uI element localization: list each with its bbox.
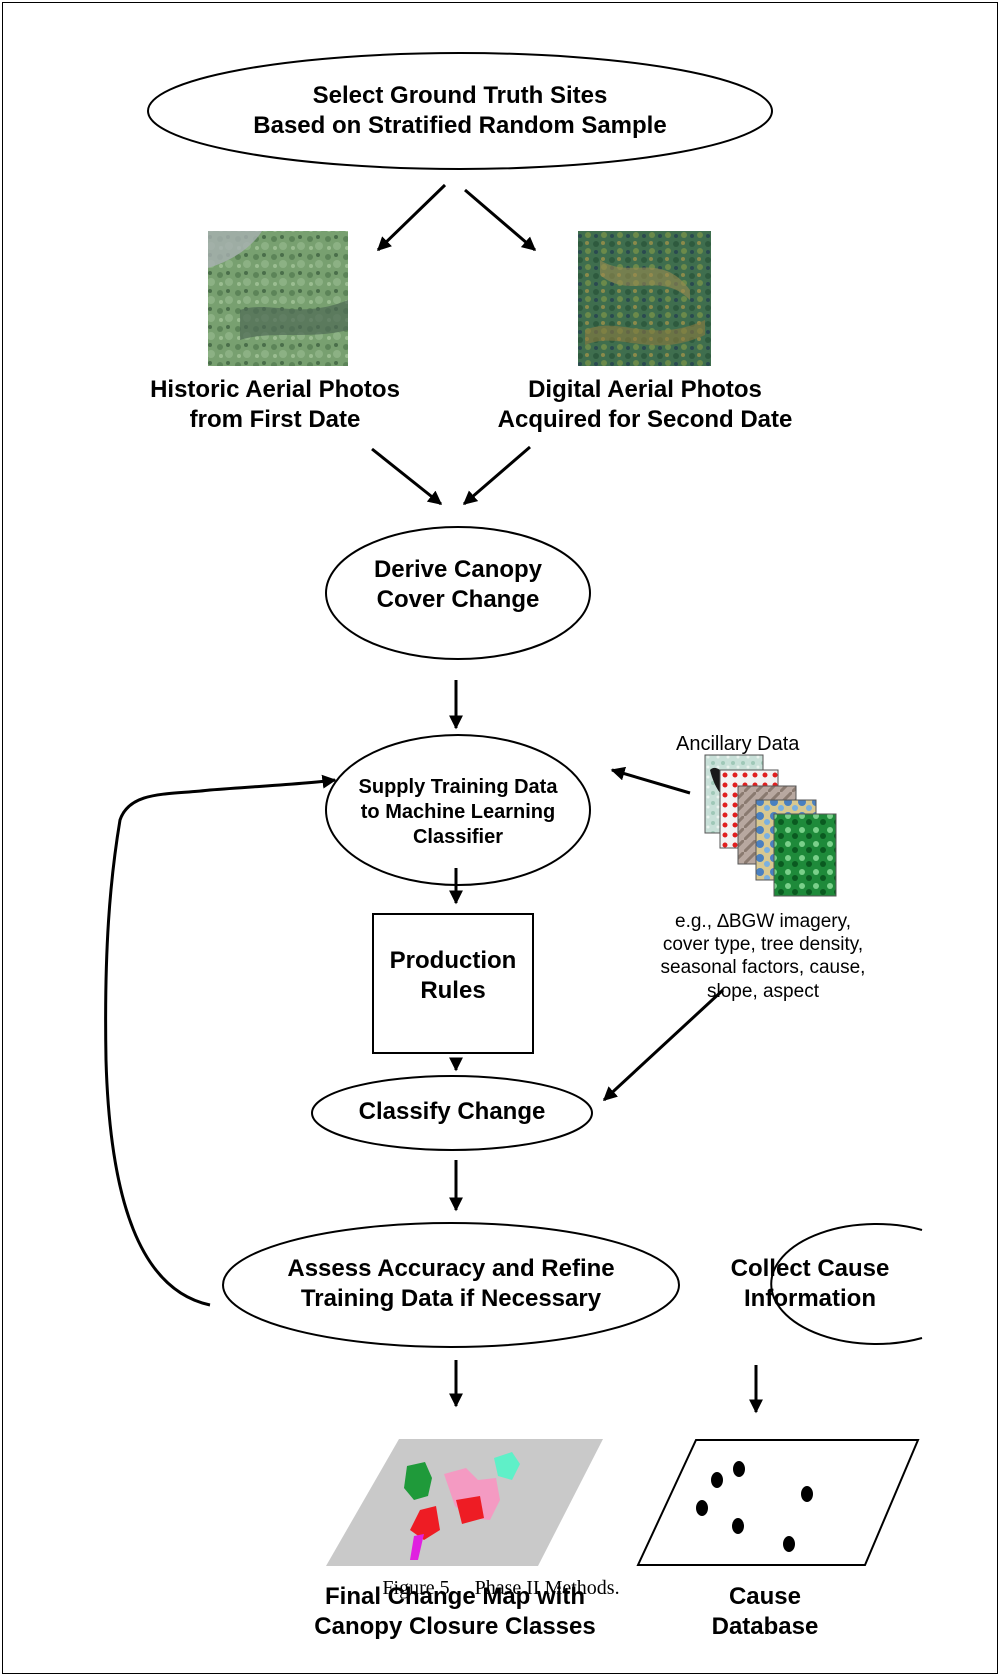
production-rules-box: [372, 913, 534, 1054]
final-map-label: Final Change Map with Canopy Closure Cla…: [314, 1583, 596, 1640]
select-sites-label: Select Ground Truth Sites Based on Strat…: [253, 82, 667, 139]
cause-database-label: Cause Database: [711, 1583, 819, 1640]
production-rules-label: Production Rules: [389, 947, 517, 1004]
arrow-ancillary-to-classify: [602, 988, 725, 1102]
digital-photos-label: Digital Aerial Photos Acquired for Secon…: [497, 376, 793, 433]
ancillary-data-note: e.g., ∆BGW imagery, cover type, tree den…: [660, 911, 866, 1002]
final-change-map-image: [326, 1439, 603, 1566]
arrow-select-to-digital: [464, 188, 537, 252]
derive-change-label: Derive Canopy Cover Change: [373, 556, 543, 613]
collect-cause-label: Collect Cause Information: [730, 1255, 890, 1312]
arrow-assess-feedback-loop: [104, 774, 337, 1307]
arrow-ancillary-to-supply: [610, 766, 691, 795]
arrow-digital-to-derive: [462, 445, 531, 506]
digital-photo-image: [578, 231, 711, 366]
ancillary-data-image: [704, 754, 837, 897]
arrow-select-to-historic: [376, 183, 447, 252]
derive-change-ellipse: [325, 526, 591, 660]
supply-training-ellipse: [325, 734, 591, 886]
select-sites-ellipse: [147, 52, 773, 170]
classify-change-ellipse: [311, 1075, 593, 1151]
assess-accuracy-label: Assess Accuracy and Refine Training Data…: [287, 1255, 615, 1312]
historic-photo-image: [208, 231, 348, 366]
figure-caption: Figure 5. Phase II Methods.: [382, 1577, 620, 1599]
historic-photos-label: Historic Aerial Photos from First Date: [150, 376, 400, 433]
arrow-historic-to-derive: [371, 447, 443, 506]
classify-change-label: Classify Change: [358, 1098, 546, 1125]
collect-cause-ellipse: [770, 1223, 923, 1345]
cause-database-image: [636, 1439, 920, 1566]
assess-accuracy-ellipse: [222, 1222, 680, 1348]
arrows: [104, 183, 763, 1414]
supply-training-label: Supply Training Data to Machine Learning…: [358, 776, 558, 848]
ancillary-data-title: Ancillary Data: [676, 733, 800, 755]
